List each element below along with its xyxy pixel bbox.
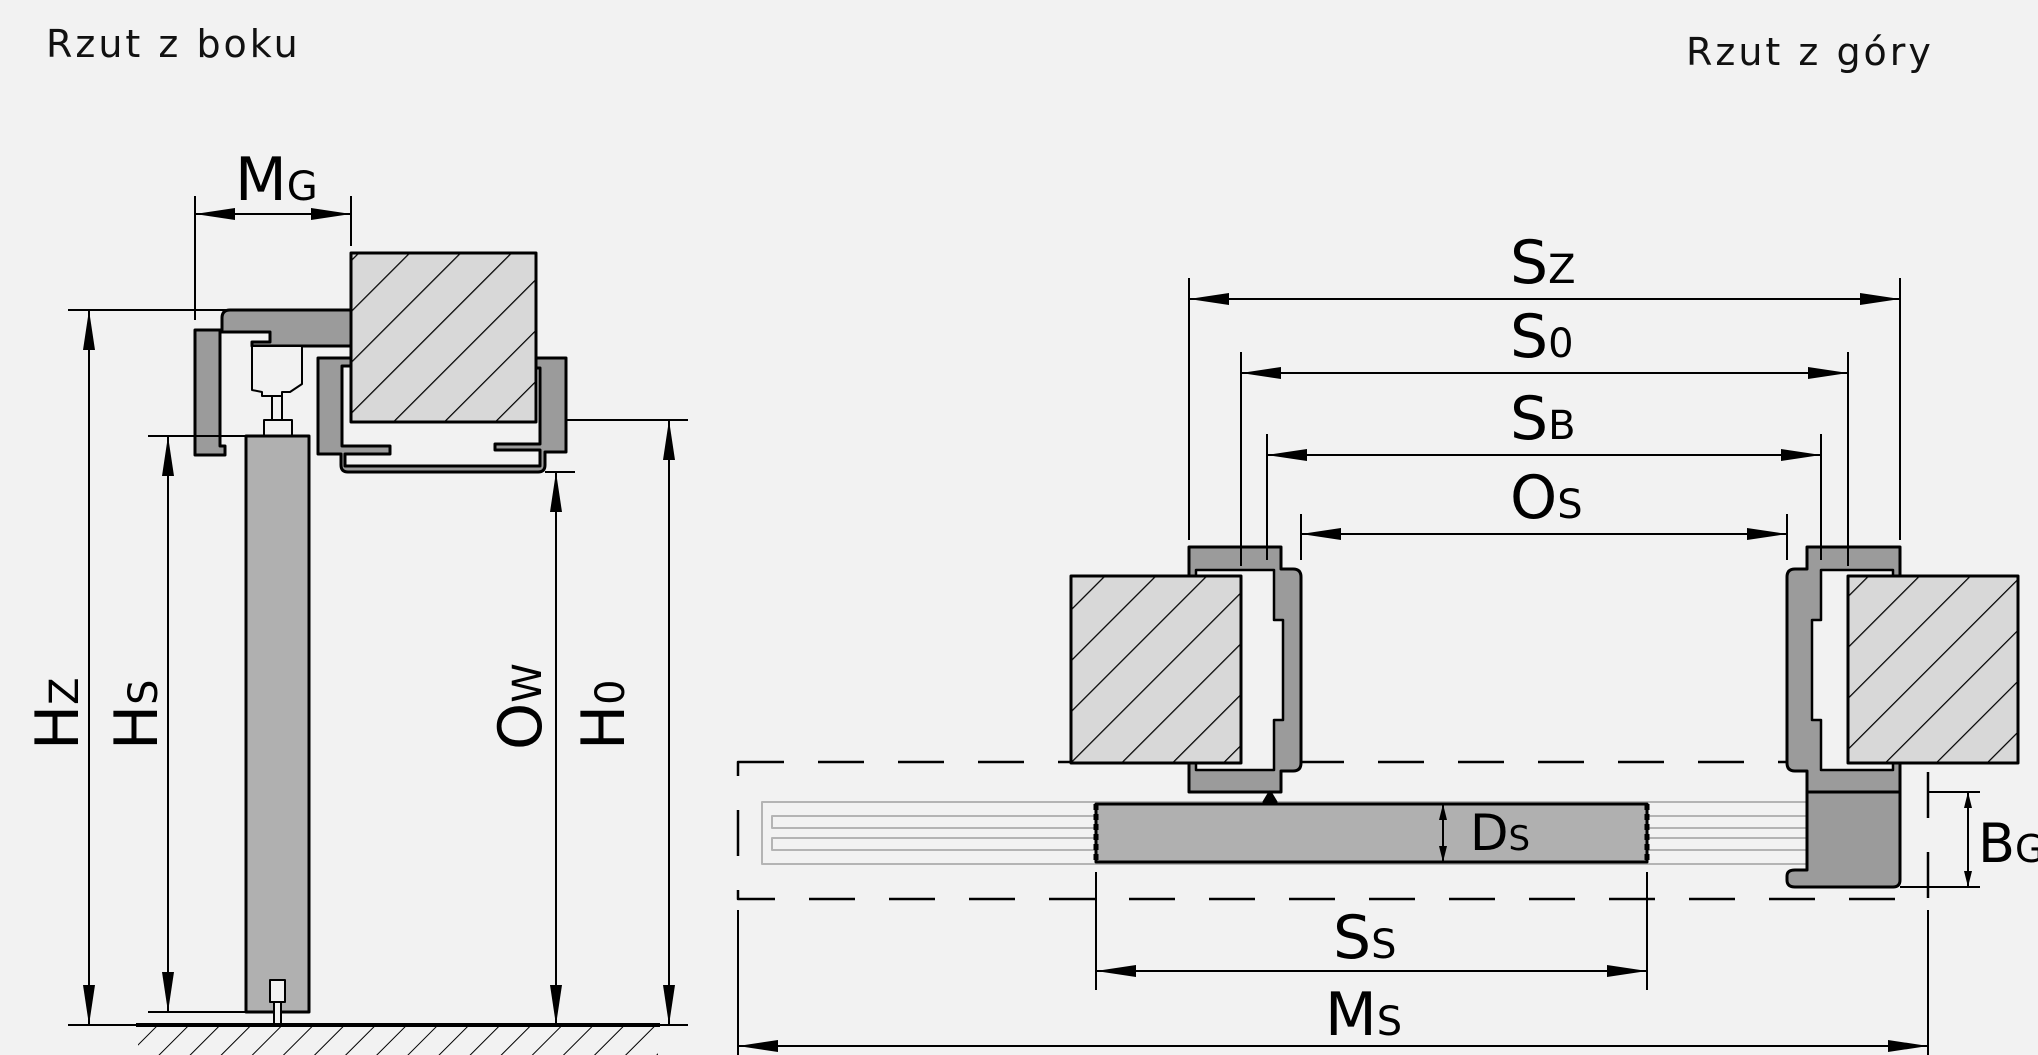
side-dimension-lines [83,208,675,1025]
sb-label: SB [1510,384,1576,454]
os-label: OS [1510,463,1583,533]
bg-label: BG [1978,812,2038,875]
door-panel-top [1094,802,1649,864]
ss-label: SS [1333,903,1396,973]
end-guide-cap [1785,790,1902,889]
wall-beam [349,251,538,424]
sz-label: SZ [1510,228,1576,298]
roller-carriage [251,345,303,397]
h0-label: H0 [569,679,639,750]
roller-stem [271,395,283,421]
side-view-title: Rzut z boku [46,22,301,66]
ms-label: MS [1325,980,1402,1050]
roller-mount [263,419,293,437]
top-dimension-lines [738,293,1972,1052]
mg-label: MG [235,145,318,215]
ow-label: OW [486,663,556,750]
bottom-guide-pin [273,1001,282,1025]
rail-outline-dashed [736,760,1930,901]
left-wall [1069,574,1243,765]
side-view [136,251,660,1055]
right-wall [1846,574,2020,765]
bottom-guide [269,979,286,1003]
hs-label: HS [102,679,172,750]
top-view-title: Rzut z góry [1686,30,1934,74]
rail-profile [193,308,353,457]
hz-label: HZ [23,677,93,750]
top-view [736,545,2020,901]
s0-label: S0 [1510,302,1574,372]
ds-label: DS [1470,804,1530,862]
clamp-profile [316,356,568,474]
floor-hatch [138,1026,658,1055]
door-panel-side [244,434,311,1014]
